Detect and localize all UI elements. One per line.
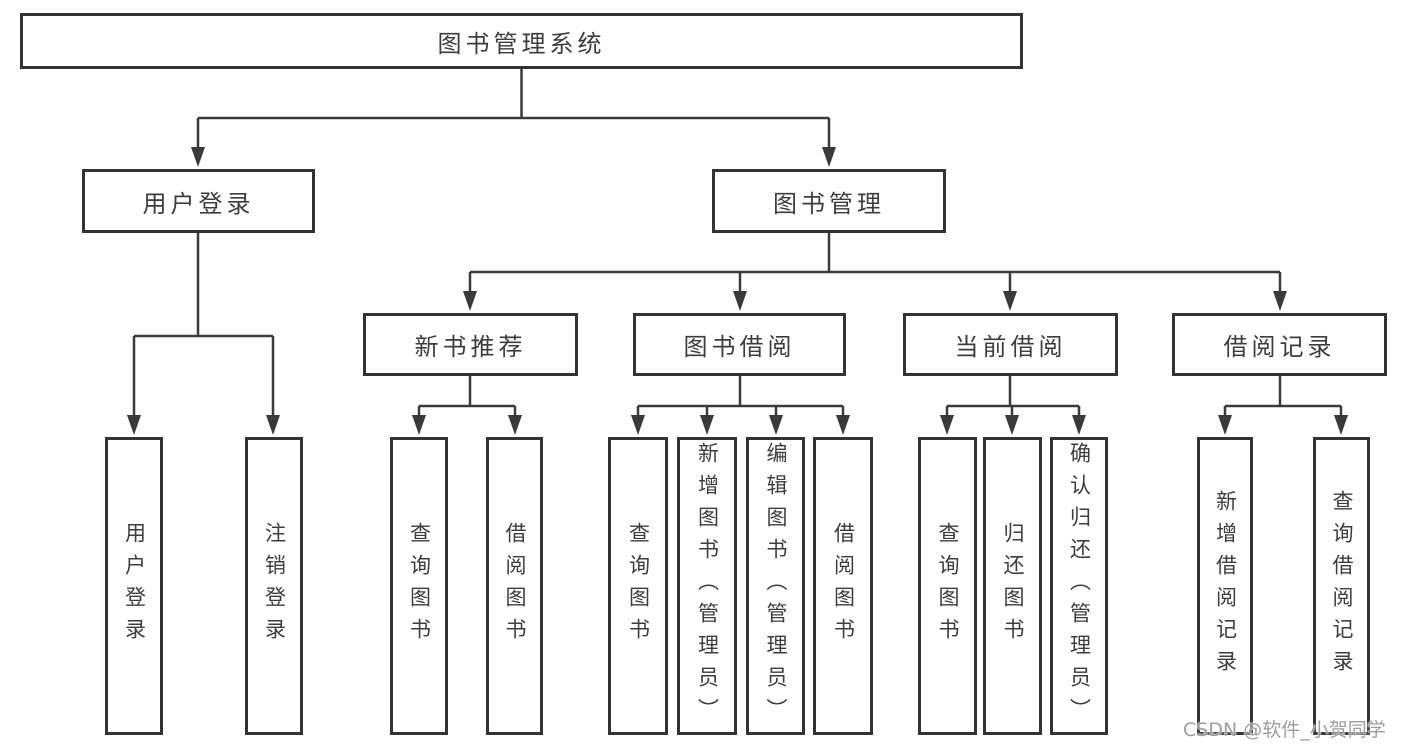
- leaf-edit-book-admin: 编辑图书（管理员）: [746, 437, 805, 735]
- leaf-label: 注销登录: [262, 522, 287, 650]
- arrowhead: [836, 415, 850, 435]
- edge-current-borrow-branch: [945, 376, 1081, 418]
- arrowhead: [631, 415, 645, 435]
- edge-root-stem: [196, 69, 831, 150]
- leaf-add-borrow-record: 新增借阅记录: [1197, 437, 1253, 735]
- node-root-label: 图书管理系统: [437, 29, 606, 58]
- node-label: 新书推荐: [414, 333, 527, 361]
- arrowhead: [412, 415, 426, 435]
- arrowhead: [266, 415, 280, 435]
- leaf-label: 编辑图书（管理员）: [764, 442, 788, 730]
- leaf-user-login: 用户登录: [105, 437, 163, 735]
- leaf-query-book-2: 查询图书: [608, 437, 668, 735]
- leaf-label: 查询图书: [626, 522, 651, 650]
- leaf-label: 借阅图书: [831, 522, 856, 650]
- arrowhead: [1218, 415, 1232, 435]
- node-book-borrow: 图书借阅: [633, 313, 846, 376]
- arrowhead: [508, 415, 522, 435]
- leaf-label: 借阅图书: [503, 522, 527, 650]
- leaf-confirm-return-admin: 确认归还（管理员）: [1050, 437, 1108, 735]
- leaf-query-borrow-record: 查询借阅记录: [1313, 437, 1370, 735]
- edge-user-login-branch: [132, 233, 275, 418]
- arrowhead: [940, 415, 954, 435]
- leaf-label: 用户登录: [122, 522, 147, 650]
- leaf-borrow-book-2: 借阅图书: [813, 437, 873, 735]
- csdn-watermark: CSDN @软件_小贺同学: [1183, 719, 1386, 741]
- arrowhead: [127, 415, 141, 435]
- node-label: 用户登录: [142, 189, 255, 218]
- leaf-borrow-book-1: 借阅图书: [486, 437, 543, 735]
- arrowhead: [769, 415, 783, 435]
- node-user-login: 用户登录: [82, 169, 315, 233]
- node-root: 图书管理系统: [20, 13, 1023, 69]
- leaf-label: 确认归还（管理员）: [1067, 442, 1092, 730]
- node-new-book-recommend: 新书推荐: [363, 313, 578, 376]
- node-label: 当前借阅: [954, 333, 1067, 361]
- arrowhead: [1072, 415, 1086, 435]
- arrowheads: [127, 147, 1348, 435]
- node-label: 图书借阅: [683, 333, 796, 361]
- leaf-label: 新增借阅记录: [1213, 490, 1238, 682]
- leaf-label: 归还图书: [1001, 522, 1025, 650]
- edge-borrow-record-branch: [1223, 376, 1343, 418]
- leaf-logout: 注销登录: [245, 437, 303, 735]
- arrowhead: [1003, 291, 1017, 311]
- leaf-label: 查询图书: [407, 522, 432, 650]
- arrowhead: [1334, 415, 1348, 435]
- arrowhead: [822, 147, 836, 167]
- leaf-add-book-admin: 新增图书（管理员）: [677, 437, 737, 735]
- edge-new-book-branch: [417, 376, 517, 418]
- leaf-label: 新增图书（管理员）: [695, 442, 720, 730]
- edge-book-borrow-branch: [636, 376, 845, 418]
- edge-book-mgmt-branch: [468, 233, 1282, 294]
- leaf-query-book-1: 查询图书: [390, 437, 448, 735]
- leaf-label: 查询借阅记录: [1330, 490, 1354, 682]
- node-label: 借阅记录: [1223, 333, 1336, 361]
- node-current-borrow: 当前借阅: [903, 313, 1118, 376]
- node-book-management: 图书管理: [712, 169, 946, 233]
- arrowhead: [1273, 291, 1287, 311]
- leaf-return-book: 归还图书: [983, 437, 1042, 735]
- arrowhead: [700, 415, 714, 435]
- leaf-query-book-3: 查询图书: [918, 437, 977, 735]
- arrowhead: [191, 147, 205, 167]
- arrowhead: [463, 291, 477, 311]
- arrowhead: [733, 291, 747, 311]
- leaf-label: 查询图书: [936, 522, 960, 650]
- arrowhead: [1005, 415, 1019, 435]
- node-borrow-record: 借阅记录: [1172, 313, 1387, 376]
- node-label: 图书管理: [773, 189, 885, 218]
